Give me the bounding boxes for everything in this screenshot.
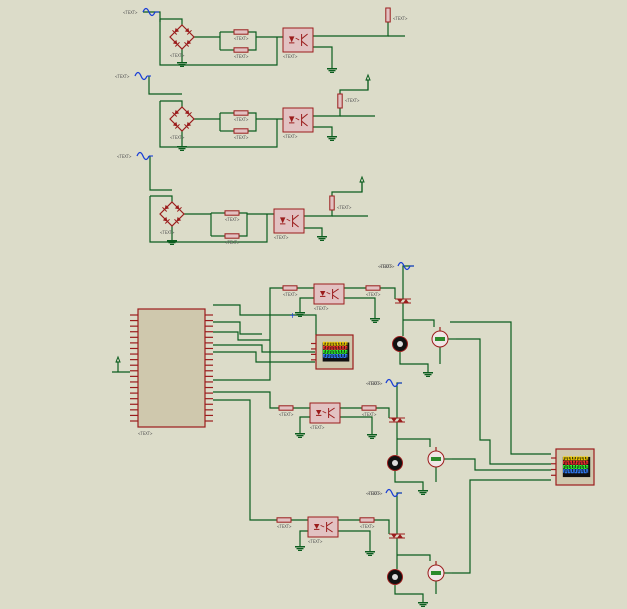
component-label: <TEXT> xyxy=(283,54,298,59)
ground-icon xyxy=(177,142,187,151)
resistor-icon xyxy=(224,210,240,216)
component-label: <TEXT> xyxy=(393,16,408,21)
resistor-icon xyxy=(282,285,298,291)
component-label: <TEXT> xyxy=(170,53,185,58)
component-label: <TEXT> xyxy=(117,154,132,159)
resistor-icon xyxy=(385,7,391,23)
ground-icon xyxy=(177,58,187,67)
component-label: <TEXT> xyxy=(170,135,185,140)
resistor-icon xyxy=(233,47,249,53)
plus-marker: + xyxy=(289,311,296,320)
resistor-icon xyxy=(361,405,377,411)
optocoupler-icon xyxy=(309,402,341,424)
component-label: <TEXT> xyxy=(123,10,138,15)
component-label: <TEXT> xyxy=(283,292,298,297)
ground-icon xyxy=(418,598,428,607)
component-label: <TEXT> xyxy=(345,98,360,103)
ac-source-icon xyxy=(397,261,414,271)
resistor-icon xyxy=(276,517,292,523)
resistor-icon xyxy=(337,93,343,109)
components xyxy=(115,7,595,607)
component-label: <TEXT> xyxy=(274,235,289,240)
resistor-icon xyxy=(224,233,240,239)
ground-icon xyxy=(327,64,337,73)
power-terminal-icon xyxy=(359,175,365,192)
ammeter-icon xyxy=(431,327,449,348)
resistor-icon xyxy=(329,195,335,211)
component-label: <TEXT> xyxy=(368,381,383,386)
component-label: <TEXT> xyxy=(279,412,294,417)
component-label: <TEXT> xyxy=(337,205,352,210)
resistor-icon xyxy=(365,285,381,291)
component-label: <TEXT> xyxy=(360,524,375,529)
wires xyxy=(112,11,551,598)
ac-source-icon xyxy=(385,378,402,388)
component-labels: <TEXT> <TEXT> <TEXT> <TEXT> <TEXT> <TEXT> <TEX… xyxy=(115,10,408,544)
component-label: <TEXT> xyxy=(366,292,381,297)
ground-icon xyxy=(365,547,375,556)
ground-icon xyxy=(295,308,305,317)
bridge-rectifier-icon xyxy=(169,24,195,50)
bridge-rectifier-icon xyxy=(169,106,195,132)
component-label: <TEXT> xyxy=(368,491,383,496)
component-label: <TEXT> xyxy=(115,74,130,79)
power-terminal-icon xyxy=(365,73,371,90)
component-label: <TEXT> xyxy=(234,135,249,140)
component-label: <TEXT> xyxy=(138,431,153,436)
resistor-icon xyxy=(233,110,249,116)
resistor-icon xyxy=(233,29,249,35)
optocoupler-icon xyxy=(307,516,339,538)
ammeter-icon xyxy=(427,447,445,468)
component-label: <TEXT> xyxy=(234,36,249,41)
oscilloscope-icon xyxy=(551,448,595,486)
bridge-rectifier-icon xyxy=(159,201,185,227)
component-label: <TEXT> xyxy=(366,381,381,386)
ground-icon xyxy=(167,236,177,245)
component-label: <TEXT> xyxy=(378,264,393,269)
component-label: <TEXT> xyxy=(308,539,323,544)
ground-icon xyxy=(418,486,428,495)
component-label: <TEXT> xyxy=(310,425,325,430)
ground-icon xyxy=(295,429,305,438)
triac-icon xyxy=(389,417,405,423)
ground-icon xyxy=(317,232,327,241)
optocoupler-icon xyxy=(282,107,314,133)
optocoupler-icon xyxy=(273,208,305,234)
component-label: <TEXT> xyxy=(160,230,175,235)
power-terminal-icon xyxy=(115,355,121,372)
component-label: <TEXT> xyxy=(366,491,381,496)
resistor-icon xyxy=(359,517,375,523)
component-label: <TEXT> xyxy=(225,217,240,222)
resistor-icon xyxy=(233,128,249,134)
motor-icon xyxy=(387,455,403,471)
oscilloscope-icon xyxy=(311,334,354,370)
ac-source-icon xyxy=(142,7,159,17)
component-label: <TEXT> xyxy=(362,412,377,417)
resistor-icon xyxy=(278,405,294,411)
component-label: <TEXT> xyxy=(234,117,249,122)
ammeter-icon xyxy=(427,561,445,582)
ac-source-icon xyxy=(385,488,402,498)
motor-icon xyxy=(392,336,408,352)
component-label: <TEXT> xyxy=(277,524,292,529)
component-label: <TEXT> xyxy=(380,264,395,269)
component-label: <TEXT> xyxy=(234,54,249,59)
ground-icon xyxy=(327,132,337,141)
ground-icon xyxy=(423,368,433,377)
optocoupler-icon xyxy=(313,283,345,305)
component-label: <TEXT> xyxy=(314,306,329,311)
triac-icon xyxy=(389,533,405,539)
ground-icon xyxy=(370,314,380,323)
microcontroller-icon xyxy=(130,308,213,428)
component-label: <TEXT> xyxy=(283,134,298,139)
ac-source-icon xyxy=(136,151,153,161)
triac-icon xyxy=(395,298,411,304)
ground-icon xyxy=(367,430,377,439)
ac-source-icon xyxy=(134,71,151,81)
optocoupler-icon xyxy=(282,27,314,53)
motor-icon xyxy=(387,569,403,585)
ground-icon xyxy=(295,542,305,551)
component-label: <TEXT> xyxy=(225,240,240,245)
